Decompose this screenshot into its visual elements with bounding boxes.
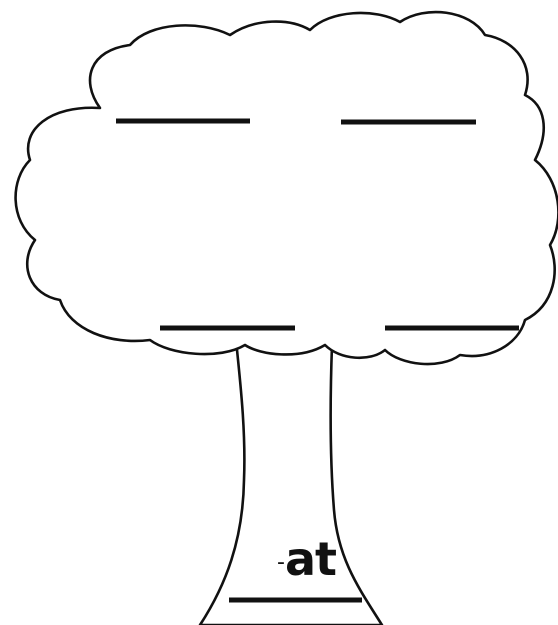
- tree-canopy-icon: [16, 12, 558, 364]
- word-family-ending: at: [285, 532, 336, 586]
- word-family-label: -at: [277, 536, 336, 582]
- word-family-dash: -: [277, 550, 285, 575]
